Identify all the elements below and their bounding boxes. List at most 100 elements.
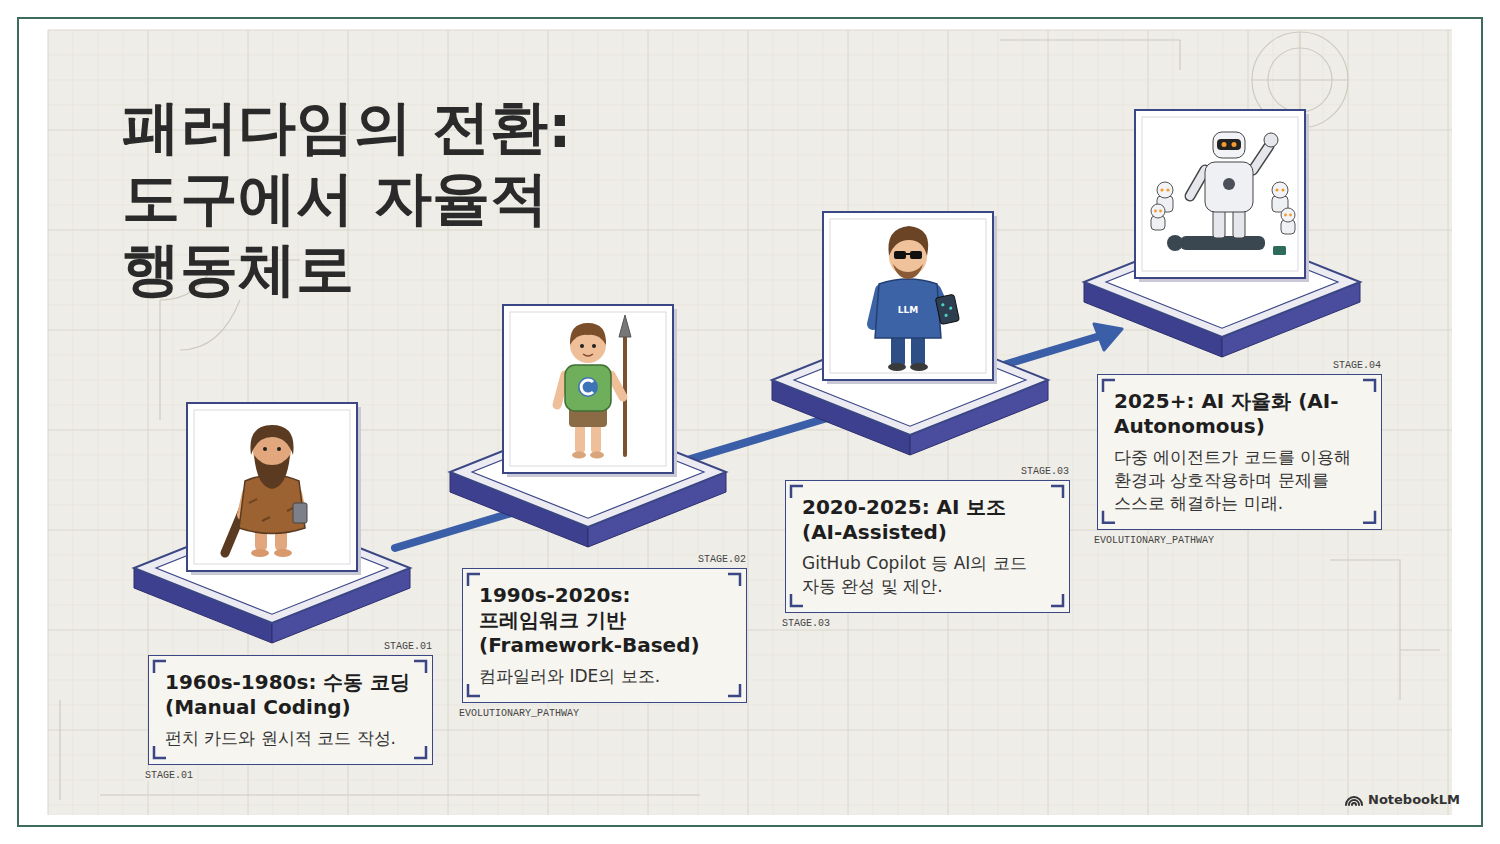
small-robot bbox=[1160, 188, 1163, 191]
grid-line bbox=[1073, 30, 1074, 815]
stage-platform bbox=[1142, 117, 1298, 271]
robot-group bbox=[1151, 132, 1295, 255]
corner-bracket bbox=[791, 594, 803, 606]
stage-heading: 1990s-2020s: 프레임워크 기반 (Framework-Based) bbox=[479, 583, 730, 658]
small-robot bbox=[1275, 188, 1278, 191]
stage-platform bbox=[1084, 110, 1360, 357]
corner-bracket bbox=[728, 684, 740, 696]
developer-figure bbox=[911, 334, 925, 366]
corner-bracket bbox=[1103, 511, 1115, 523]
grid-line bbox=[748, 30, 749, 815]
small-robot bbox=[1289, 214, 1292, 217]
caveman-figure bbox=[251, 549, 269, 557]
small-robot bbox=[1157, 182, 1173, 198]
developer-figure bbox=[944, 313, 948, 317]
caveman-figure bbox=[249, 499, 295, 521]
stage-platform bbox=[1135, 110, 1305, 278]
child-figure bbox=[578, 377, 598, 397]
evolution-arrow bbox=[1094, 324, 1122, 350]
grid-line bbox=[1423, 30, 1424, 815]
outer-frame bbox=[18, 18, 1482, 826]
corner-bracket bbox=[1051, 486, 1063, 498]
robot-group bbox=[1190, 170, 1205, 196]
child-figure bbox=[592, 344, 596, 348]
stage-platform bbox=[830, 219, 986, 373]
blueprint-decoration bbox=[100, 794, 700, 795]
small-robot bbox=[1166, 188, 1169, 191]
robot-group bbox=[1167, 235, 1183, 251]
stage-platform bbox=[194, 410, 350, 564]
grid-line bbox=[773, 30, 774, 815]
grid-line bbox=[1048, 30, 1049, 815]
corner-bracket bbox=[791, 486, 803, 498]
stage-description: 컴파일러와 IDE의 보조. bbox=[479, 665, 730, 688]
stage-platform bbox=[510, 312, 666, 466]
blueprint-decoration bbox=[1330, 560, 1440, 700]
slide-title: 패러다임의 전환: 도구에서 자율적 행동체로 bbox=[122, 92, 772, 304]
developer-figure bbox=[888, 363, 906, 371]
robot-group bbox=[1253, 146, 1269, 170]
developer-figure bbox=[888, 226, 928, 256]
child-figure bbox=[590, 452, 604, 459]
caveman-figure bbox=[250, 425, 293, 455]
caveman-figure bbox=[277, 447, 281, 451]
stage-tag: STAGE.04 bbox=[1332, 360, 1382, 371]
child-figure bbox=[570, 323, 606, 345]
grid-line bbox=[48, 30, 49, 815]
stage-tag: EVOLUTIONARY_PATHWAY bbox=[1093, 535, 1215, 546]
child-figure bbox=[611, 375, 623, 397]
robot-group bbox=[1205, 162, 1253, 212]
small-robot bbox=[1272, 182, 1288, 198]
grid-line bbox=[48, 780, 1452, 781]
small-robot bbox=[1281, 208, 1295, 234]
child-figure bbox=[557, 315, 631, 459]
corner-bracket bbox=[468, 574, 480, 586]
child-figure bbox=[565, 365, 611, 411]
brand-icon bbox=[1349, 800, 1359, 805]
corner-bracket bbox=[1051, 594, 1063, 606]
blueprint-decoration bbox=[1000, 40, 1180, 70]
small-robot bbox=[1154, 210, 1157, 213]
corner-bracket bbox=[414, 661, 426, 673]
stage-tag: STAGE.02 bbox=[697, 554, 747, 565]
grid-line bbox=[48, 30, 1452, 31]
stage-description: GitHub Copilot 등 AI의 코드 자동 완성 및 제안. bbox=[802, 552, 1053, 598]
grid-line bbox=[98, 30, 99, 815]
caveman-figure bbox=[254, 455, 290, 489]
developer-figure bbox=[891, 334, 905, 366]
corner-bracket bbox=[154, 746, 166, 758]
stage-tag: STAGE.01 bbox=[144, 770, 194, 781]
small-robot bbox=[1272, 182, 1288, 212]
robot-group bbox=[1264, 133, 1278, 147]
developer-figure bbox=[949, 306, 953, 310]
grid-line bbox=[48, 80, 1452, 81]
blueprint-decoration bbox=[180, 300, 240, 350]
developer-figure bbox=[893, 264, 923, 279]
developer-figure bbox=[875, 279, 941, 338]
corner-bracket bbox=[468, 684, 480, 696]
grid-line bbox=[1023, 30, 1024, 815]
caveman-figure bbox=[225, 425, 307, 557]
robot-group bbox=[1223, 178, 1235, 190]
brand-icon bbox=[1346, 797, 1362, 805]
stage-description: 다중 에이전트가 코드를 이용해 환경과 상호작용하며 문제를 스스로 해결하는… bbox=[1114, 446, 1365, 515]
grid-line bbox=[73, 30, 74, 815]
stage-tag: STAGE.01 bbox=[383, 641, 433, 652]
stage-heading: 2025+: AI 자율화 (AI-Autonomous) bbox=[1114, 389, 1365, 439]
small-robot bbox=[1284, 214, 1287, 217]
brand-icon bbox=[1346, 797, 1362, 805]
stage-heading: 2020-2025: AI 보조 (AI-Assisted) bbox=[802, 495, 1053, 545]
developer-figure bbox=[894, 251, 906, 259]
stage-platform bbox=[503, 305, 673, 473]
grid-line bbox=[798, 30, 799, 815]
developer-figure bbox=[941, 303, 945, 307]
small-robot bbox=[1151, 204, 1165, 230]
child-figure bbox=[557, 375, 565, 405]
stage-tag: STAGE.03 bbox=[1020, 466, 1070, 477]
stage-card: 1960s-1980s: 수동 코딩 (Manual Coding)펀치 카드와… bbox=[148, 655, 433, 765]
stage-platform bbox=[772, 212, 1048, 455]
robot-group bbox=[1273, 246, 1286, 255]
stage-platform bbox=[134, 403, 410, 643]
